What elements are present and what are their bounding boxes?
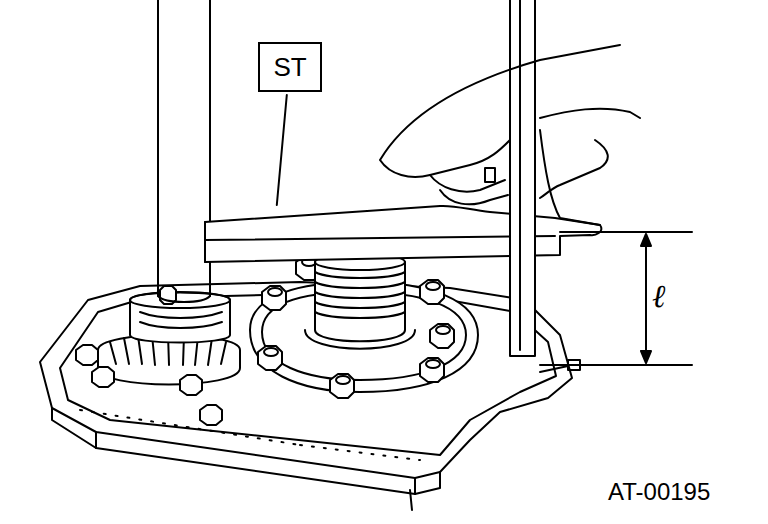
dimension-label: ℓ: [652, 278, 665, 315]
tool-label: ST: [273, 52, 306, 83]
tool-label-box: ST: [258, 42, 322, 92]
figure-number: AT-00195: [608, 478, 710, 506]
leader-line: [277, 95, 287, 205]
